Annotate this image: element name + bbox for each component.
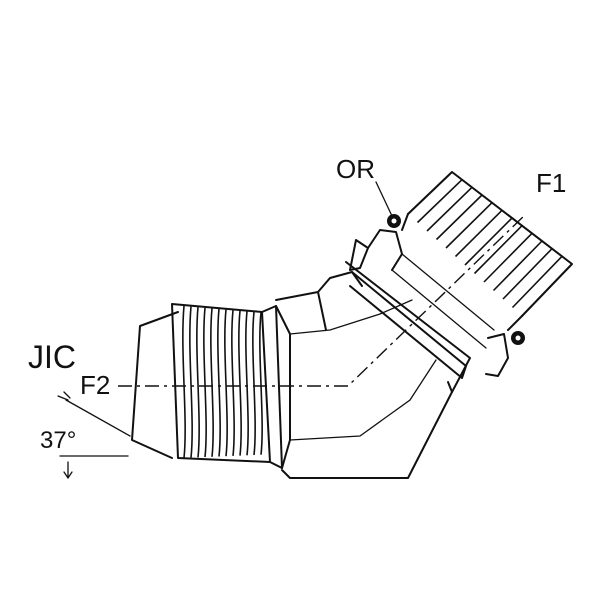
thread-line — [416, 179, 463, 224]
thread-line — [445, 202, 493, 249]
washer-ring — [349, 271, 467, 379]
angle-label: 37° — [40, 427, 76, 454]
f2-label: F2 — [80, 370, 110, 400]
thread-line — [511, 255, 563, 309]
thread-line — [189, 306, 193, 458]
angle-arrow-top — [57, 391, 71, 401]
jic-neck — [261, 305, 283, 469]
thread-line — [483, 232, 533, 283]
thread-line — [407, 171, 453, 215]
thread-line — [435, 194, 483, 241]
locknut-hex-bottom — [485, 333, 509, 377]
locknut-left-cap — [349, 239, 369, 271]
elbow-top-edge — [275, 271, 363, 301]
elbow-body — [275, 271, 453, 479]
or-leader — [375, 181, 393, 217]
thread-line — [217, 308, 221, 457]
thread-line — [426, 186, 473, 232]
thread-line — [492, 240, 543, 292]
thread-line — [231, 310, 235, 456]
elbow-hex-edge — [317, 291, 327, 331]
locknut-hex-line-2 — [401, 253, 495, 331]
locknut-hex-line-1 — [391, 269, 487, 349]
angle-arrow-bottom — [63, 461, 73, 480]
thread-line — [245, 311, 249, 456]
locknut-outer — [345, 261, 471, 393]
thread-line — [464, 217, 513, 266]
thread-line — [252, 311, 256, 456]
thread-line — [454, 209, 503, 258]
jic-flare-nose — [131, 311, 179, 459]
elbow-sweep-lower — [289, 359, 437, 441]
orb-thread-shoulder — [401, 213, 523, 331]
thread-line — [182, 305, 186, 459]
thread-line — [210, 308, 214, 457]
elbow-left-face — [275, 305, 291, 469]
thread-line — [238, 310, 242, 456]
locknut-hex-top — [367, 229, 403, 271]
thread-line — [203, 307, 207, 458]
thread-line — [521, 263, 573, 317]
f1-label: F1 — [536, 168, 566, 198]
jic-label: JIC — [28, 339, 76, 375]
jic-threads — [182, 305, 263, 459]
orb-threaded-end — [401, 171, 573, 331]
thread-line — [196, 307, 200, 458]
o-ring-seals — [387, 214, 525, 345]
thread-line — [259, 312, 263, 455]
thread-line — [473, 225, 523, 275]
orb-threads — [407, 171, 573, 317]
angle-leader-upper — [65, 399, 131, 437]
jic-male-end — [131, 303, 283, 469]
locknut-stack — [345, 229, 509, 393]
thread-line — [502, 248, 553, 300]
or-label: OR — [336, 154, 375, 184]
centerline — [118, 213, 527, 387]
thread-line — [224, 309, 228, 457]
elbow-bottom-edge — [281, 381, 453, 479]
